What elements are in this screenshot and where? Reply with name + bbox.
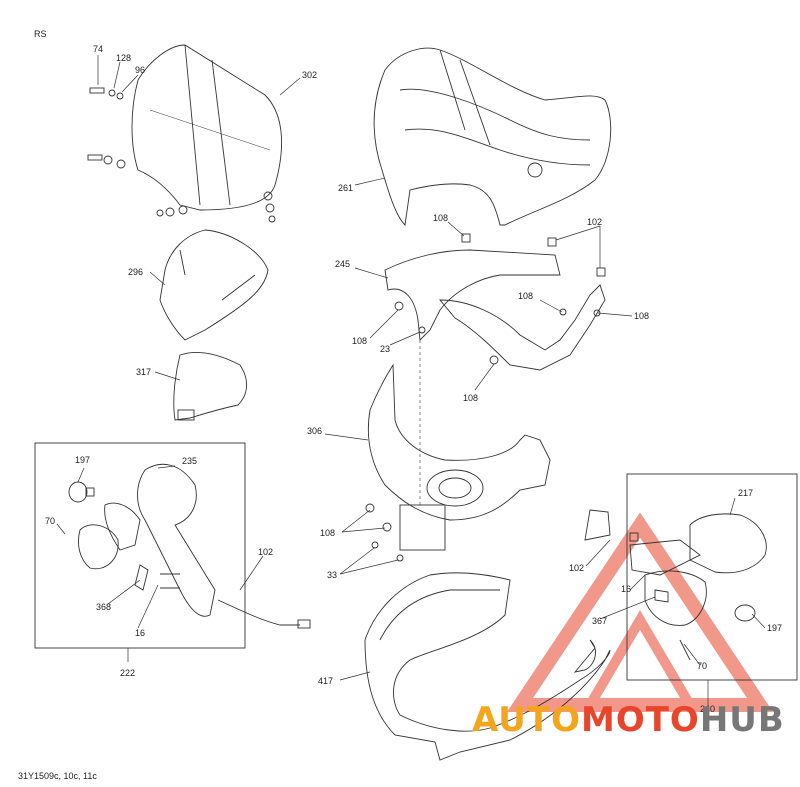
callout-16-left: 16 — [135, 628, 146, 638]
callout-108-top: 108 — [433, 213, 449, 223]
callout-296: 296 — [128, 267, 144, 277]
deflector-296 — [159, 229, 269, 341]
callout-197-left: 197 — [75, 455, 91, 465]
callout-33: 33 — [327, 570, 338, 580]
callout-108-headlight: 108 — [320, 528, 336, 538]
callout-108-left: 108 — [352, 336, 368, 346]
callout-261: 261 — [338, 183, 354, 193]
support-bracket-245 — [384, 249, 561, 341]
callout-70-left: 70 — [45, 516, 56, 526]
windshield-fasteners — [87, 87, 276, 223]
callout-217: 217 — [738, 488, 754, 498]
callout-245: 245 — [335, 259, 351, 269]
front-fairing-261 — [373, 47, 612, 226]
callout-368: 368 — [96, 602, 112, 612]
callout-108-bottom: 108 — [463, 393, 479, 403]
callout-240: 240 — [700, 704, 716, 714]
callout-367: 367 — [592, 616, 608, 626]
callout-102-right: 102 — [569, 563, 585, 573]
watermark-part-2: MOTO — [580, 700, 700, 740]
callout-306: 306 — [307, 426, 323, 436]
callout-102-left: 102 — [258, 547, 274, 557]
panel-317 — [173, 352, 247, 421]
watermark-part-3: HUB — [699, 700, 785, 740]
callout-128: 128 — [116, 53, 132, 63]
callout-417: 417 — [318, 676, 334, 686]
model-label: RS — [34, 29, 47, 39]
windshield-302 — [131, 44, 283, 211]
callout-222: 222 — [120, 668, 136, 678]
bracket-fasteners — [394, 233, 606, 365]
watermark-part-1: AUTO — [472, 700, 581, 740]
callout-23: 23 — [380, 344, 391, 354]
callout-108-right-b: 108 — [634, 311, 650, 321]
callout-16-right: 16 — [621, 584, 632, 594]
callout-317: 317 — [136, 367, 152, 377]
callout-70-right: 70 — [697, 661, 708, 671]
reference-number: 31Y1509c, 10c, 11c — [18, 771, 97, 781]
lower-fairing-417 — [364, 572, 611, 761]
watermark-logo: AUTOMOTOHUB — [472, 700, 785, 740]
callout-96: 96 — [135, 65, 146, 75]
watermark-triangle — [506, 512, 774, 712]
callout-102-top: 102 — [587, 217, 603, 227]
callout-108-right-a: 108 — [518, 291, 534, 301]
callout-197-right: 197 — [767, 623, 783, 633]
left-turn-signal-box-222 — [34, 442, 246, 649]
callout-235: 235 — [182, 456, 198, 466]
right-turn-signal-box-240 — [626, 473, 798, 681]
callout-74: 74 — [93, 44, 104, 54]
headlight-frame-306 — [367, 363, 551, 521]
callout-302: 302 — [302, 70, 318, 80]
